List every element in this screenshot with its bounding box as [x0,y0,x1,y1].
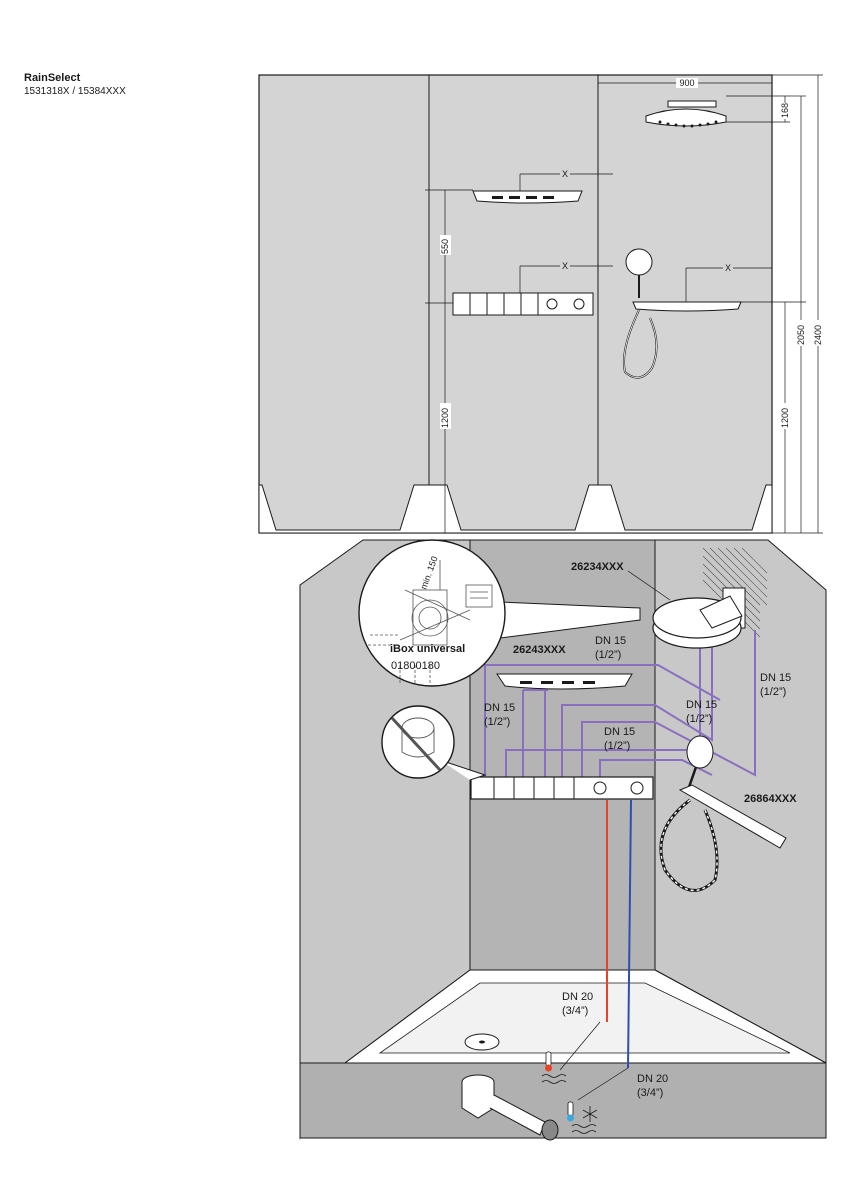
dim-floor-right: 1200 [780,408,790,428]
drain-siphon [461,1074,559,1141]
ibox-callout: min. 150 iBox universal 01800180 [358,539,641,687]
hand-shower-holder [659,735,787,892]
pipe-label-b1: DN 15 [760,672,791,684]
shelf [496,673,633,690]
elevation-shelf [472,190,583,204]
elevation-thermostat [452,292,594,316]
product-codes: 1531318X / 15384XXX [24,86,126,97]
pipe-label-d1: DN 15 [686,699,717,711]
hot-water-icon [541,1051,567,1084]
perspective-view: min. 150 iBox universal 01800180 26234XX… [299,539,827,1141]
pipe-label-b2: (1/2”) [760,686,786,698]
dim-x-holder: X [725,263,731,273]
label-overhead: 26234XXX [571,561,624,573]
elevation-view: 900 168 2050 2400 1200 550 1200 X X X [258,74,824,534]
product-header: RainSelect 1531318X / 15384XXX [24,72,126,98]
hot-label-1: DN 20 [562,991,593,1003]
cold-label-2: (3/4”) [637,1087,663,1099]
bathtub-fronts [258,484,773,534]
overhead-shower-side [645,100,727,128]
hot-label-2: (3/4”) [562,1005,588,1017]
dim-wall-height: 2400 [813,325,823,345]
dim-spacing-left: 550 [440,239,450,254]
label-shelf: 26243XXX [513,644,566,656]
leader-lines [559,570,671,1101]
pipe-label-c2: (1/2”) [484,716,510,728]
right-wall [654,539,827,1064]
pipe-label-e2: (1/2”) [604,740,630,752]
pipe-label-a1: DN 15 [595,635,626,647]
no-fitting-callout [381,705,487,781]
elevation-hand-shower [622,248,742,379]
dim-width-top: 900 [679,78,694,88]
floor [299,1062,827,1139]
pipe-label-e1: DN 15 [604,726,635,738]
pipe-label-a2: (1/2”) [595,649,621,661]
dim-x-shelf: X [562,169,568,179]
thermostat [470,776,654,800]
pipe-label-c1: DN 15 [484,702,515,714]
cold-label-1: DN 20 [637,1073,668,1085]
product-title: RainSelect [24,72,81,84]
cold-water-icon [567,1101,598,1134]
pipe-label-d2: (1/2”) [686,713,712,725]
dim-overhead-height: 168 [780,103,790,118]
ibox-label: iBox universal [390,643,465,655]
overhead-shower [652,587,746,649]
dim-x-thermostat: X [562,261,568,271]
supply-pipes [484,630,756,778]
dimension-texts: 900 168 2050 2400 1200 550 1200 X X X [440,78,824,429]
ibox-code: 01800180 [391,660,440,672]
dim-shower-height: 2050 [796,325,806,345]
cold-supply-pipe [627,799,632,1069]
bathtub [343,969,827,1064]
label-holder: 26864XXX [744,793,797,805]
dim-floor-left: 1200 [440,408,450,428]
